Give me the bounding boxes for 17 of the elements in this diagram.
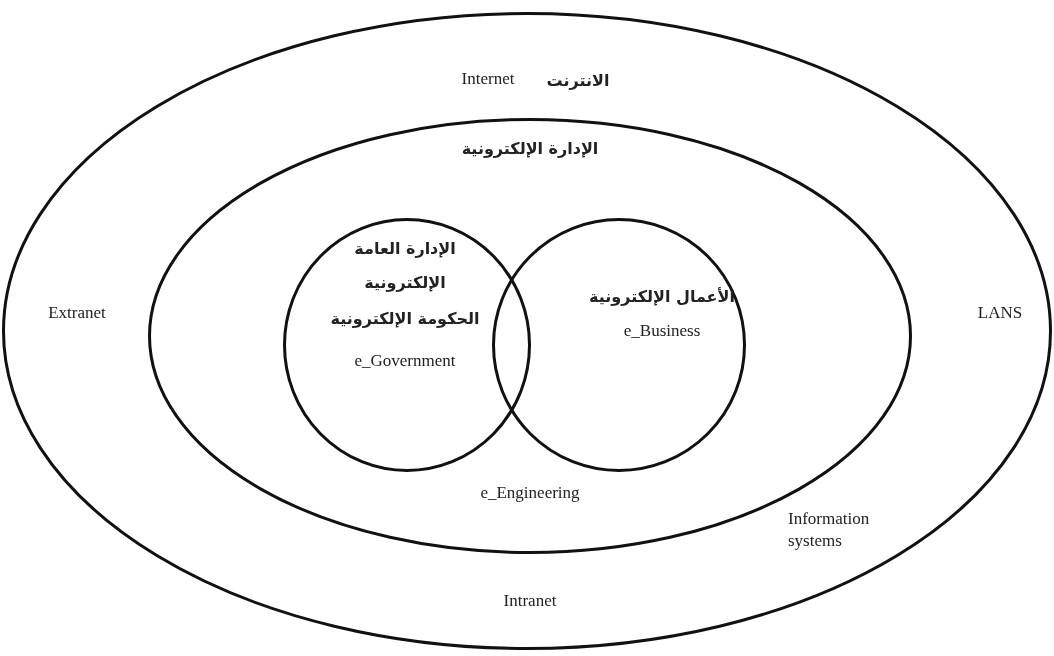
region-label: Extranet — [48, 302, 106, 324]
region-title: الإدارة الإلكترونية — [461, 138, 599, 160]
region-label: Intranet — [503, 590, 557, 612]
region-label: e_Government — [354, 350, 456, 372]
venn-circle — [492, 218, 746, 472]
region-label: Information systems — [788, 508, 871, 552]
region-title: الإدارة العامة الإلكترونية — [353, 238, 457, 294]
outer-ellipse — [2, 12, 1052, 650]
region-title: الانترنت — [546, 70, 610, 92]
region-label: الحكومة الإلكترونية — [330, 308, 480, 330]
inner-ellipse — [148, 118, 912, 554]
region-label: e_Business — [623, 320, 701, 342]
region-label: LANS — [977, 302, 1023, 324]
venn-circle — [283, 218, 531, 472]
region-label: e_Engineering — [480, 482, 580, 504]
region-title: الأعمال الإلكترونية — [589, 286, 735, 308]
region-label: Internet — [461, 68, 515, 90]
